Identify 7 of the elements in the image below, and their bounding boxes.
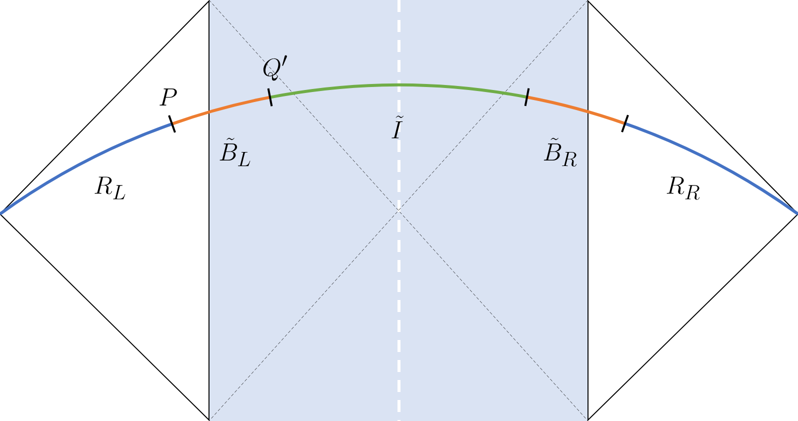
math-label: $\tilde{I}$: [392, 116, 404, 138]
math-label: $\tilde{B}_R$: [544, 138, 577, 167]
math-label: $R_L$: [94, 176, 126, 200]
math-label: $Q'$: [263, 55, 287, 81]
math-label: $R_R$: [666, 176, 700, 200]
math-label: $\tilde{B}_L$: [220, 138, 250, 166]
math-label: $P$: [160, 88, 177, 106]
